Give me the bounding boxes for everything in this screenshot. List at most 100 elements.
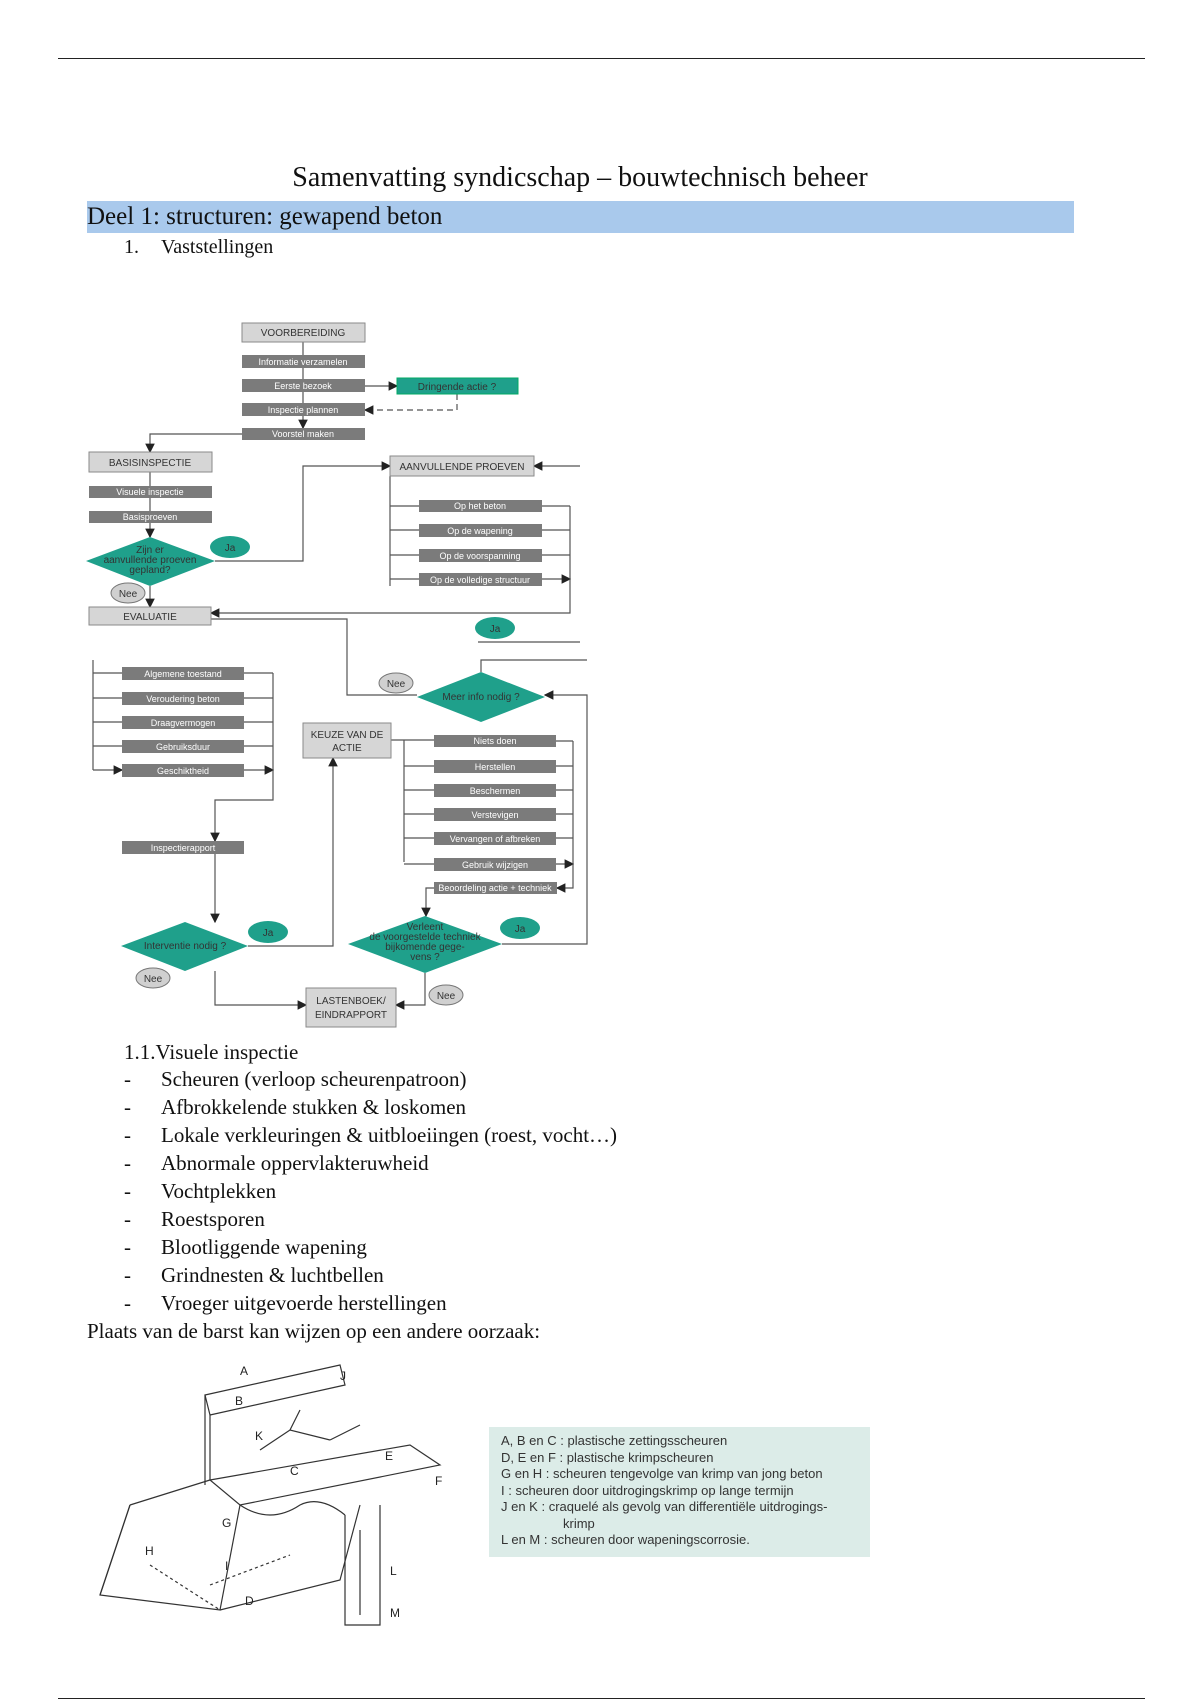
crack-legend: A, B en C : plastische zettingsscheuren … xyxy=(489,1427,870,1557)
svg-text:Nee: Nee xyxy=(387,679,406,690)
svg-text:Nee: Nee xyxy=(437,991,456,1002)
label-ja: Ja xyxy=(500,917,540,939)
letter-b: B xyxy=(235,1394,243,1408)
legend-item: L en M : scheuren door wapeningscorrosie… xyxy=(501,1532,750,1547)
bullet: - xyxy=(124,1179,131,1203)
svg-text:AANVULLENDE PROEVEN: AANVULLENDE PROEVEN xyxy=(399,462,524,473)
svg-text:Gebruiksduur: Gebruiksduur xyxy=(156,742,210,752)
svg-text:Verstevigen: Verstevigen xyxy=(471,810,518,820)
box-niets-doen: Niets doen xyxy=(434,735,556,747)
svg-text:Op de wapening: Op de wapening xyxy=(447,526,513,536)
list-item: Roestsporen xyxy=(161,1207,265,1231)
letter-j: J xyxy=(340,1369,346,1383)
box-basisinspectie: BASISINSPECTIE xyxy=(88,451,213,473)
box-op-de-wapening: Op de wapening xyxy=(419,524,542,537)
box-geschiktheid: Geschiktheid xyxy=(122,764,244,777)
svg-text:LASTENBOEK/: LASTENBOEK/ xyxy=(316,996,386,1007)
list-item: Grindnesten & luchtbellen xyxy=(161,1263,384,1287)
box-op-de-volledige-structuur: Op de volledige structuur xyxy=(419,573,542,586)
letter-e: E xyxy=(385,1449,393,1463)
box-gebruiksduur: Gebruiksduur xyxy=(122,740,244,753)
svg-text:Op de volledige structuur: Op de volledige structuur xyxy=(430,575,530,585)
svg-text:Beoordeling actie + techniek: Beoordeling actie + techniek xyxy=(438,883,552,893)
box-voorbereiding: VOORBEREIDING xyxy=(241,322,366,343)
svg-text:vens ?: vens ? xyxy=(410,952,440,963)
box-gebruik-wijzigen: Gebruik wijzigen xyxy=(434,858,556,871)
legend-item: krimp xyxy=(563,1515,595,1531)
label-ja: Ja xyxy=(475,617,515,639)
box-beschermen: Beschermen xyxy=(434,784,556,797)
letter-a: A xyxy=(240,1364,248,1378)
subsection-label: Vaststellingen xyxy=(161,236,274,258)
svg-text:Op het beton: Op het beton xyxy=(454,501,506,511)
svg-text:Zijn er: Zijn er xyxy=(136,545,164,556)
letter-f: F xyxy=(435,1474,442,1488)
svg-text:Verleent: Verleent xyxy=(407,922,444,933)
box-basisproeven: Basisproeven xyxy=(89,511,212,523)
list-item: Afbrokkelende stukken & loskomen xyxy=(161,1095,467,1119)
svg-text:Inspectie plannen: Inspectie plannen xyxy=(268,405,339,415)
svg-text:Geschiktheid: Geschiktheid xyxy=(157,766,209,776)
letter-k: K xyxy=(255,1429,263,1443)
legend-item: D, E en F : plastische krimpscheuren xyxy=(501,1449,714,1465)
label-ja: Ja xyxy=(210,536,250,558)
svg-text:Basisproeven: Basisproeven xyxy=(123,512,178,522)
svg-text:gepland?: gepland? xyxy=(129,565,171,576)
label-nee: Nee xyxy=(378,672,414,694)
svg-text:EVALUATIE: EVALUATIE xyxy=(123,612,177,623)
svg-text:Voorstel maken: Voorstel maken xyxy=(272,429,334,439)
bullet: - xyxy=(124,1235,131,1259)
inspection-flowchart: VOORBEREIDING Informatie verzamelen Eers… xyxy=(86,322,588,1028)
bullet: - xyxy=(124,1151,131,1175)
section-heading: Deel 1: structuren: gewapend beton xyxy=(87,201,1074,233)
svg-text:ACTIE: ACTIE xyxy=(332,743,362,754)
svg-text:Ja: Ja xyxy=(490,624,501,635)
connector-lines xyxy=(92,342,588,1010)
bottom-rule xyxy=(58,1698,1145,1699)
box-voorstel-maken: Voorstel maken xyxy=(242,428,365,440)
page-title: Samenvatting syndicschap – bouwtechnisch… xyxy=(292,162,868,193)
svg-text:Gebruik wijzigen: Gebruik wijzigen xyxy=(462,860,528,870)
box-eerste-bezoek: Eerste bezoek xyxy=(242,379,365,392)
svg-text:Visuele inspectie: Visuele inspectie xyxy=(116,487,183,497)
decision-interventie: Interventie nodig ? xyxy=(121,922,248,971)
bullet: - xyxy=(124,1123,131,1147)
svg-text:Herstellen: Herstellen xyxy=(475,762,516,772)
decision-meer-info: Meer info nodig ? xyxy=(417,672,545,722)
letter-g: G xyxy=(222,1516,231,1530)
svg-text:Ja: Ja xyxy=(515,924,526,935)
letter-h: H xyxy=(145,1544,154,1558)
list-item: Scheuren (verloop scheurenpatroon) xyxy=(161,1067,467,1091)
box-aanvullende-proeven: AANVULLENDE PROEVEN xyxy=(389,455,535,477)
svg-text:Nee: Nee xyxy=(119,589,138,600)
svg-text:Eerste bezoek: Eerste bezoek xyxy=(274,381,332,391)
label-nee: Nee xyxy=(135,967,171,989)
svg-text:EINDRAPPORT: EINDRAPPORT xyxy=(315,1010,387,1021)
svg-text:Niets doen: Niets doen xyxy=(473,736,516,746)
box-verstevigen: Verstevigen xyxy=(434,808,556,821)
list-item: Vroeger uitgevoerde herstellingen xyxy=(161,1291,447,1315)
bullet: - xyxy=(124,1263,131,1287)
svg-text:VOORBEREIDING: VOORBEREIDING xyxy=(261,328,346,339)
svg-text:Algemene toestand: Algemene toestand xyxy=(144,669,222,679)
legend-item: J en K : craquelé als gevolg van differe… xyxy=(501,1499,828,1514)
legend-item: G en H : scheuren tengevolge van krimp v… xyxy=(501,1466,823,1481)
svg-text:Nee: Nee xyxy=(144,974,163,985)
svg-text:Meer info nodig ?: Meer info nodig ? xyxy=(442,692,520,703)
list-item: Lokale verkleuringen & uitbloeiingen (ro… xyxy=(161,1123,618,1147)
label-ja: Ja xyxy=(248,921,288,943)
svg-text:Inspectierapport: Inspectierapport xyxy=(151,843,216,853)
svg-text:Informatie verzamelen: Informatie verzamelen xyxy=(258,357,347,367)
box-visuele-inspectie: Visuele inspectie xyxy=(89,486,212,498)
box-beoordeling: Beoordeling actie + techniek xyxy=(434,882,557,894)
svg-text:Dringende actie ?: Dringende actie ? xyxy=(418,382,497,393)
box-informatie: Informatie verzamelen xyxy=(242,355,365,368)
svg-text:de voorgestelde techniek: de voorgestelde techniek xyxy=(369,932,481,943)
crack-locations-illustration: A B C D E F G H I J K L M xyxy=(99,1364,442,1626)
svg-text:Veroudering beton: Veroudering beton xyxy=(146,694,220,704)
letter-c: C xyxy=(290,1464,299,1478)
box-draagvermogen: Draagvermogen xyxy=(122,716,244,729)
svg-text:BASISINSPECTIE: BASISINSPECTIE xyxy=(109,458,192,469)
box-algemene-toestand: Algemene toestand xyxy=(122,667,244,680)
